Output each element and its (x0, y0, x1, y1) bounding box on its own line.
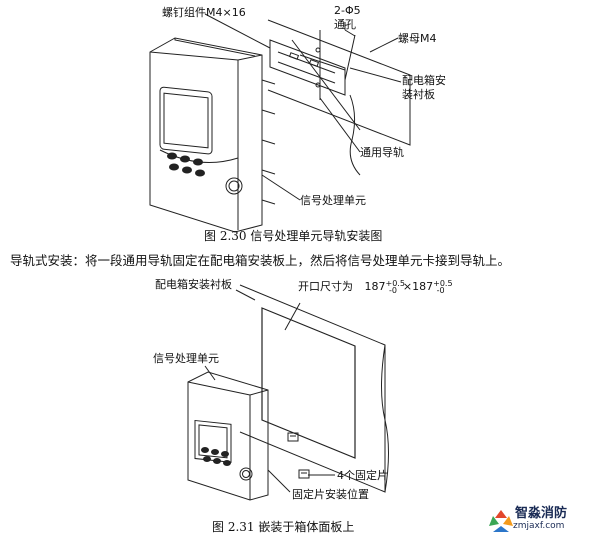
dim-b-sub: -0 (436, 286, 445, 295)
label-panel-fig2: 配电箱安装衬板 (155, 278, 232, 291)
label-rail: 通用导轨 (360, 146, 404, 159)
label-panel-line2: 装衬板 (402, 88, 435, 101)
signal-unit-device-fig1 (149, 37, 276, 233)
watermark-name: 智淼消防 (515, 506, 568, 521)
dim-b-sup: +0.5 (433, 279, 453, 288)
label-panel-line1: 配电箱安 (402, 74, 446, 87)
label-hole-spec: 2-Φ5 (334, 4, 361, 17)
label-unit-fig2: 信号处理单元 (153, 352, 219, 365)
caption-figure-2-31: 图 2.31 嵌装于箱体面板上 (212, 520, 355, 534)
dim-a-sub: -0 (388, 286, 397, 295)
opening-prefix: 开口尺寸为 (298, 280, 353, 293)
watermark-url: zmjaxf.com (513, 521, 565, 531)
label-unit-fig1: 信号处理单元 (300, 194, 366, 207)
keypad-buttons-fig2 (201, 447, 231, 466)
times-sign: × (402, 280, 413, 293)
dim-a-sup: +0.5 (385, 279, 405, 288)
label-hole-word: 通孔 (334, 18, 356, 31)
label-opening-size: 开口尺寸为 187+0.5-0×187+0.5-0 (298, 279, 453, 295)
label-clips: 4个固定片 (337, 469, 388, 482)
label-clip-position: 固定片安装位置 (292, 488, 369, 501)
din-rail-fig1 (269, 30, 361, 131)
mounting-plate-fig2 (239, 284, 389, 493)
dim-a: 187 (364, 280, 386, 293)
caption-figure-2-30: 图 2.30 信号处理单元导轨安装图 (204, 229, 383, 243)
mounting-plate-fig1 (267, 19, 411, 176)
body-paragraph: 导轨式安装：将一段通用导轨固定在配电箱安装板上，然后将信号处理单元卡接到导轨上。 (10, 253, 511, 268)
fixing-clips (287, 432, 310, 479)
keypad-buttons (167, 152, 205, 177)
label-nut: 螺母M4 (398, 32, 437, 45)
dim-b: 187 (412, 280, 434, 293)
label-screw-assembly: 螺钉组件M4×16 (162, 6, 246, 19)
watermark-logo (489, 510, 513, 532)
signal-unit-device-fig2 (187, 371, 269, 501)
speaker-grille (225, 177, 243, 195)
